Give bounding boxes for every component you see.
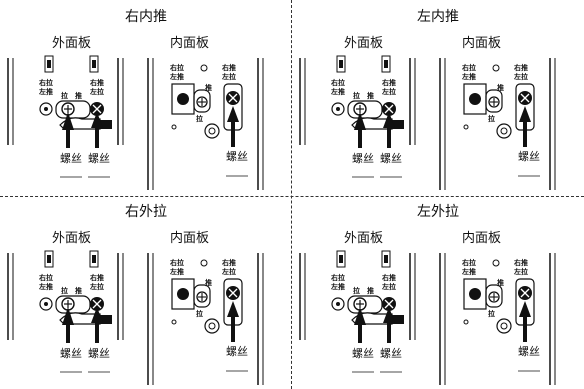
outer-left-push-label: 左推 <box>38 87 53 96</box>
outer-push-label: 推 <box>367 286 374 295</box>
inner-right-pull-label: 右拉 <box>461 63 476 72</box>
outer-pull-label: 拉 <box>353 91 360 100</box>
outer-right-pull-label: 右拉 <box>330 78 345 87</box>
inner-panel-label: 内面板 <box>170 36 210 51</box>
quadrant-title: 右内推 <box>125 9 167 25</box>
inner-panel-drawing: 右拉 左推 右推 左拉 推 拉 <box>147 58 264 190</box>
inner-pull-label: 拉 <box>196 309 203 318</box>
quadrant-title: 左内推 <box>417 9 459 25</box>
inner-left-push-label: 左推 <box>461 72 476 81</box>
inner-panel-label: 内面板 <box>462 231 502 246</box>
outer-pull-label: 拉 <box>353 286 360 295</box>
outer-right-push-label: 右推 <box>89 78 104 87</box>
screw-label-1: 螺丝 <box>60 152 82 165</box>
quadrant-title: 左外拉 <box>417 204 459 220</box>
screw-label-2: 螺丝 <box>88 152 110 165</box>
quadrant-left-outer-pull: 左外拉 外面板 内面板 右拉 左推 右推 左拉 拉 推 <box>292 195 584 389</box>
outer-panel-label: 外面板 <box>344 231 384 246</box>
inner-pull-label: 拉 <box>488 114 495 123</box>
inner-right-pull-label: 右拉 <box>169 258 184 267</box>
screw-label-3: 螺丝 <box>518 345 540 358</box>
inner-panel-drawing: 右拉 左推 右推 左拉 推 拉 <box>439 58 556 190</box>
outer-panel-label: 外面板 <box>52 36 92 51</box>
screw-label-1: 螺丝 <box>60 347 82 360</box>
outer-left-pull-label: 左拉 <box>89 282 104 291</box>
inner-push-label: 推 <box>497 278 504 287</box>
inner-left-push-label: 左推 <box>169 267 184 276</box>
outer-panel-drawing: 右拉 左推 右推 左拉 拉 推 螺 <box>7 55 124 178</box>
outer-push-label: 推 <box>75 91 82 100</box>
horizontal-divider <box>0 196 584 197</box>
inner-right-push-label: 右推 <box>513 258 528 267</box>
inner-panel-drawing: 右拉 左推 右推 左拉 推 拉 <box>439 253 556 385</box>
outer-left-push-label: 左推 <box>330 87 345 96</box>
screw-label-2: 螺丝 <box>88 347 110 360</box>
quadrant-title: 右外拉 <box>125 204 167 220</box>
inner-right-pull-label: 右拉 <box>169 63 184 72</box>
outer-right-push-label: 右推 <box>381 78 396 87</box>
outer-panel-label: 外面板 <box>52 231 92 246</box>
quadrant-right-outer-pull: 右外拉 外面板 内面板 右拉 左推 右推 左拉 拉 推 <box>0 195 292 389</box>
inner-right-push-label: 右推 <box>221 63 236 72</box>
screw-label-2: 螺丝 <box>380 347 402 360</box>
inner-left-pull-label: 左拉 <box>221 72 236 81</box>
inner-push-label: 推 <box>205 278 212 287</box>
outer-right-pull-label: 右拉 <box>38 273 53 282</box>
outer-push-label: 推 <box>75 286 82 295</box>
outer-left-push-label: 左推 <box>330 282 345 291</box>
outer-panel-drawing: 右拉 左推 右推 左拉 拉 推 螺 <box>299 250 416 373</box>
outer-panel-drawing: 右拉 左推 右推 左拉 拉 推 螺 <box>299 55 416 178</box>
screw-label-3: 螺丝 <box>518 150 540 163</box>
outer-left-pull-label: 左拉 <box>381 282 396 291</box>
inner-left-pull-label: 左拉 <box>221 267 236 276</box>
quadrant-right-inner-push: 右内推 外面板 内面板 右拉 左推 右推 左拉 拉 推 <box>0 0 292 194</box>
inner-push-label: 推 <box>497 83 504 92</box>
screw-label-3: 螺丝 <box>226 345 248 358</box>
inner-panel-label: 内面板 <box>170 231 210 246</box>
screw-label-2: 螺丝 <box>380 152 402 165</box>
outer-left-push-label: 左推 <box>38 282 53 291</box>
outer-push-label: 推 <box>367 91 374 100</box>
outer-pull-label: 拉 <box>61 91 68 100</box>
quadrant-left-inner-push: 左内推 外面板 内面板 右拉 左推 右推 左拉 拉 推 <box>292 0 584 194</box>
inner-right-push-label: 右推 <box>513 63 528 72</box>
outer-left-pull-label: 左拉 <box>381 87 396 96</box>
inner-panel-drawing: 右拉 左推 右推 左拉 推 拉 <box>147 253 264 385</box>
outer-right-push-label: 右推 <box>89 273 104 282</box>
vertical-divider <box>291 0 292 389</box>
outer-right-push-label: 右推 <box>381 273 396 282</box>
outer-right-pull-label: 右拉 <box>38 78 53 87</box>
inner-pull-label: 拉 <box>196 114 203 123</box>
screw-label-1: 螺丝 <box>352 347 374 360</box>
inner-right-pull-label: 右拉 <box>461 258 476 267</box>
inner-left-push-label: 左推 <box>169 72 184 81</box>
inner-panel-label: 内面板 <box>462 36 502 51</box>
outer-pull-label: 拉 <box>61 286 68 295</box>
outer-panel-drawing: 右拉 左推 右推 左拉 拉 推 螺 <box>7 250 124 373</box>
inner-left-pull-label: 左拉 <box>513 267 528 276</box>
inner-right-push-label: 右推 <box>221 258 236 267</box>
outer-left-pull-label: 左拉 <box>89 87 104 96</box>
inner-push-label: 推 <box>205 83 212 92</box>
screw-label-3: 螺丝 <box>226 150 248 163</box>
inner-left-push-label: 左推 <box>461 267 476 276</box>
inner-pull-label: 拉 <box>488 309 495 318</box>
outer-panel-label: 外面板 <box>344 36 384 51</box>
screw-label-1: 螺丝 <box>352 152 374 165</box>
outer-right-pull-label: 右拉 <box>330 273 345 282</box>
inner-left-pull-label: 左拉 <box>513 72 528 81</box>
